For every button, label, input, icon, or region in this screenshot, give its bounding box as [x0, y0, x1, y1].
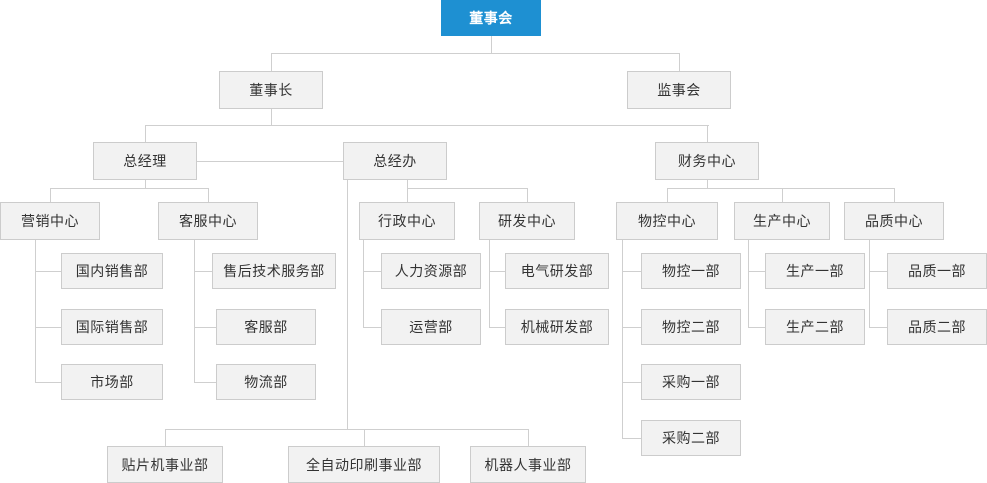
connector-line [528, 429, 529, 446]
connector-line [748, 327, 765, 328]
org-node[interactable]: 研发中心 [479, 202, 575, 240]
connector-line [35, 271, 61, 272]
org-node[interactable]: 市场部 [61, 364, 163, 400]
connector-line [622, 382, 641, 383]
org-node[interactable]: 总经办 [343, 142, 447, 180]
org-node[interactable]: 生产二部 [765, 309, 865, 345]
connector-line [145, 180, 146, 188]
connector-line [407, 188, 408, 202]
org-node[interactable]: 生产中心 [734, 202, 830, 240]
org-node[interactable]: 行政中心 [359, 202, 455, 240]
org-node[interactable]: 全自动印刷事业部 [288, 446, 440, 483]
connector-line [707, 180, 708, 188]
connector-line [165, 429, 529, 430]
connector-line [145, 125, 709, 126]
connector-line [364, 429, 365, 446]
connector-line [35, 382, 61, 383]
connector-line [622, 271, 641, 272]
org-node[interactable]: 国际销售部 [61, 309, 163, 345]
org-node[interactable]: 客服部 [216, 309, 316, 345]
connector-line [165, 429, 166, 446]
connector-line [622, 438, 641, 439]
connector-line [407, 188, 527, 189]
connector-line [363, 240, 364, 327]
connector-line [35, 327, 61, 328]
connector-line [491, 36, 492, 53]
org-node[interactable]: 采购一部 [641, 364, 741, 400]
org-node[interactable]: 运营部 [381, 309, 481, 345]
org-node[interactable]: 董事长 [219, 71, 323, 109]
org-node[interactable]: 财务中心 [655, 142, 759, 180]
connector-line [363, 327, 381, 328]
connector-line [194, 327, 216, 328]
connector-line [208, 188, 209, 202]
org-node[interactable]: 品质二部 [887, 309, 987, 345]
connector-line [407, 180, 408, 188]
connector-line [894, 188, 895, 202]
connector-line [194, 271, 212, 272]
connector-line [869, 271, 887, 272]
connector-line [271, 53, 679, 54]
org-node[interactable]: 机械研发部 [505, 309, 609, 345]
connector-line [194, 240, 195, 382]
connector-line [869, 327, 887, 328]
org-node[interactable]: 营销中心 [0, 202, 100, 240]
org-node[interactable]: 品质中心 [844, 202, 944, 240]
connector-line [782, 188, 783, 202]
connector-line [748, 240, 749, 327]
connector-line [145, 125, 146, 142]
connector-line [707, 125, 708, 142]
connector-line [667, 188, 894, 189]
connector-line [363, 271, 381, 272]
connector-line [489, 271, 505, 272]
org-node[interactable]: 贴片机事业部 [107, 446, 223, 483]
connector-line [869, 240, 870, 327]
connector-line [622, 240, 623, 438]
org-node[interactable]: 品质一部 [887, 253, 987, 289]
connector-line [347, 180, 348, 429]
org-node[interactable]: 国内销售部 [61, 253, 163, 289]
org-node[interactable]: 人力资源部 [381, 253, 481, 289]
org-node[interactable]: 总经理 [93, 142, 197, 180]
connector-line [50, 188, 51, 202]
org-node[interactable]: 物流部 [216, 364, 316, 400]
connector-line [527, 188, 528, 202]
org-node[interactable]: 采购二部 [641, 420, 741, 456]
connector-line [679, 53, 680, 71]
connector-line [35, 240, 36, 382]
org-node[interactable]: 物控二部 [641, 309, 741, 345]
connector-line [197, 161, 343, 162]
connector-line [489, 240, 490, 327]
org-node[interactable]: 物控一部 [641, 253, 741, 289]
connector-line [50, 188, 208, 189]
connector-line [271, 53, 272, 71]
org-node-root[interactable]: 董事会 [441, 0, 541, 36]
org-node[interactable]: 机器人事业部 [470, 446, 586, 483]
org-node[interactable]: 物控中心 [616, 202, 718, 240]
org-node[interactable]: 监事会 [627, 71, 731, 109]
org-node[interactable]: 电气研发部 [505, 253, 609, 289]
connector-line [194, 382, 216, 383]
connector-line [622, 327, 641, 328]
connector-line [489, 327, 505, 328]
org-node[interactable]: 生产一部 [765, 253, 865, 289]
org-node[interactable]: 客服中心 [158, 202, 258, 240]
connector-line [748, 271, 765, 272]
org-node[interactable]: 售后技术服务部 [212, 253, 336, 289]
connector-line [667, 188, 668, 202]
connector-line [271, 109, 272, 125]
